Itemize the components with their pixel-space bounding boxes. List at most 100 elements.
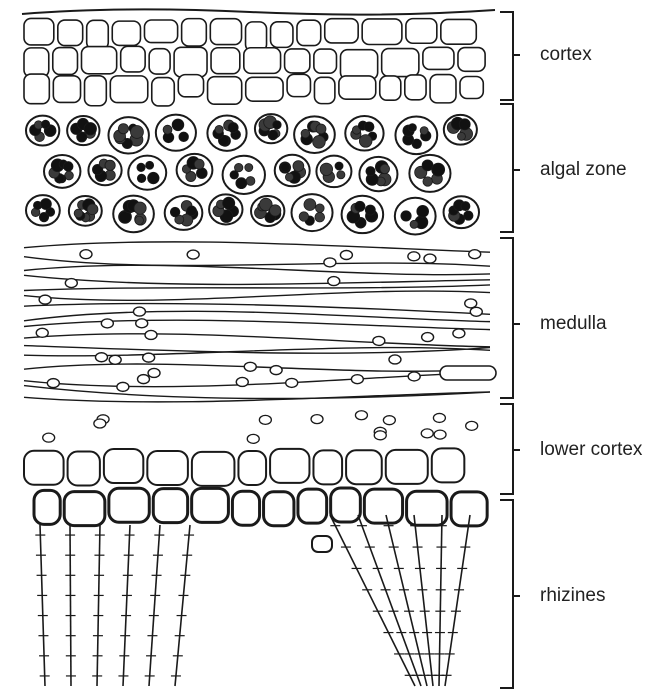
lower-cortex-cell	[264, 492, 294, 526]
lower-hypha-spore	[94, 419, 106, 428]
hypha-spore	[117, 382, 129, 391]
algal-cell	[335, 162, 343, 170]
algal-cell	[457, 132, 465, 140]
lower-hypha-spore	[466, 421, 478, 430]
rhizine-strand	[414, 515, 433, 686]
hypha-tube	[440, 366, 496, 380]
hypha-spore	[373, 336, 385, 345]
lower-hypha-spore	[434, 430, 446, 439]
rhizine-strand	[70, 525, 71, 686]
algal-cell	[281, 163, 290, 172]
algal-cell	[194, 159, 204, 169]
algal-cell	[84, 122, 96, 134]
rhizine-strand	[445, 515, 470, 686]
lower-cortex-cell	[68, 452, 100, 486]
cortex-cell	[87, 20, 109, 49]
rhizine-strand	[175, 525, 190, 686]
rhizines-structures	[35, 515, 473, 686]
algal-cell	[40, 199, 51, 210]
lower-cortex-cell	[432, 448, 465, 482]
algal-cell	[464, 211, 473, 220]
hypha-spore	[101, 319, 113, 328]
algal-cell	[315, 204, 324, 213]
lower-hypha-spore	[433, 413, 445, 422]
algal-cell	[137, 163, 145, 171]
algal-cell	[146, 161, 154, 169]
cortex-cell	[460, 76, 483, 98]
algal-cell	[432, 163, 445, 176]
cortex-cell	[182, 19, 207, 46]
lower-hypha-spore	[43, 433, 55, 442]
medulla-hyphae	[24, 242, 496, 402]
cortex-cell	[405, 75, 426, 100]
hypha-spore	[187, 250, 199, 259]
rhizine-strand	[149, 525, 160, 686]
hypha	[24, 265, 490, 274]
hypha-spore	[408, 252, 420, 261]
bracket-cortex	[500, 12, 520, 100]
cortex-cell	[24, 48, 49, 77]
lower-cortex-cell	[364, 489, 402, 523]
hypha-spore	[470, 307, 482, 316]
hypha	[24, 291, 490, 300]
label-medulla: medulla	[540, 314, 607, 333]
label-algal-zone: algal zone	[540, 160, 627, 179]
algal-cell	[130, 125, 143, 138]
hypha-spore	[244, 362, 256, 371]
cortex-cell	[81, 47, 116, 74]
algal-cell	[461, 202, 470, 211]
lower-cortex-cell	[331, 488, 361, 522]
algal-cell	[316, 124, 326, 134]
cortex-cell	[85, 76, 107, 106]
algal-cell	[364, 122, 374, 132]
algal-capsule	[128, 156, 166, 190]
algal-cell	[301, 129, 310, 138]
hypha-spore	[328, 277, 340, 286]
hypha-spore	[47, 379, 59, 388]
algal-cell	[196, 168, 207, 179]
rhizine-strand	[97, 525, 100, 686]
algal-cell	[137, 174, 146, 183]
hypha	[24, 346, 490, 354]
cortex-cell	[174, 47, 207, 77]
label-cortex: cortex	[540, 45, 592, 64]
hypha	[24, 364, 490, 371]
algal-cell	[313, 136, 326, 149]
hypha-spore	[39, 295, 51, 304]
lower-cortex-cell	[24, 451, 64, 485]
algal-cell	[245, 164, 253, 172]
lower-cortex-cell	[192, 488, 229, 522]
cortex-cell	[210, 19, 241, 45]
algal-cell	[135, 216, 143, 224]
hypha-spore	[236, 377, 248, 386]
rhizine-strand	[439, 515, 442, 686]
rhizine-bud	[312, 536, 332, 552]
lower-hypha-spore	[383, 416, 395, 425]
hypha-spore	[65, 279, 77, 288]
hypha	[24, 320, 490, 329]
algal-cell	[420, 127, 428, 135]
algal-cell	[408, 124, 416, 132]
algal-cell	[315, 212, 325, 222]
lower-hypha-spore	[259, 415, 271, 424]
hypha-spore	[145, 330, 157, 339]
cortex-cell	[314, 77, 334, 103]
hypha-spore	[469, 250, 481, 259]
hypha-spore	[422, 333, 434, 342]
algal-cell	[179, 132, 189, 142]
hypha-spore	[453, 329, 465, 338]
cortex-cell	[208, 77, 242, 105]
algal-cell	[236, 178, 247, 189]
cortex-cell	[121, 46, 145, 72]
algal-cell	[246, 177, 255, 186]
lower-cortex-cell	[34, 490, 60, 524]
algal-cell	[365, 205, 375, 215]
algal-cell	[228, 123, 238, 133]
hypha-spore	[148, 368, 160, 377]
algal-cell	[355, 201, 365, 211]
hypha-spore	[389, 355, 401, 364]
lower-cortex-cell	[232, 491, 259, 525]
algal-cell	[187, 206, 197, 216]
cortex-cell	[382, 49, 419, 77]
cortex-cell	[244, 48, 281, 74]
